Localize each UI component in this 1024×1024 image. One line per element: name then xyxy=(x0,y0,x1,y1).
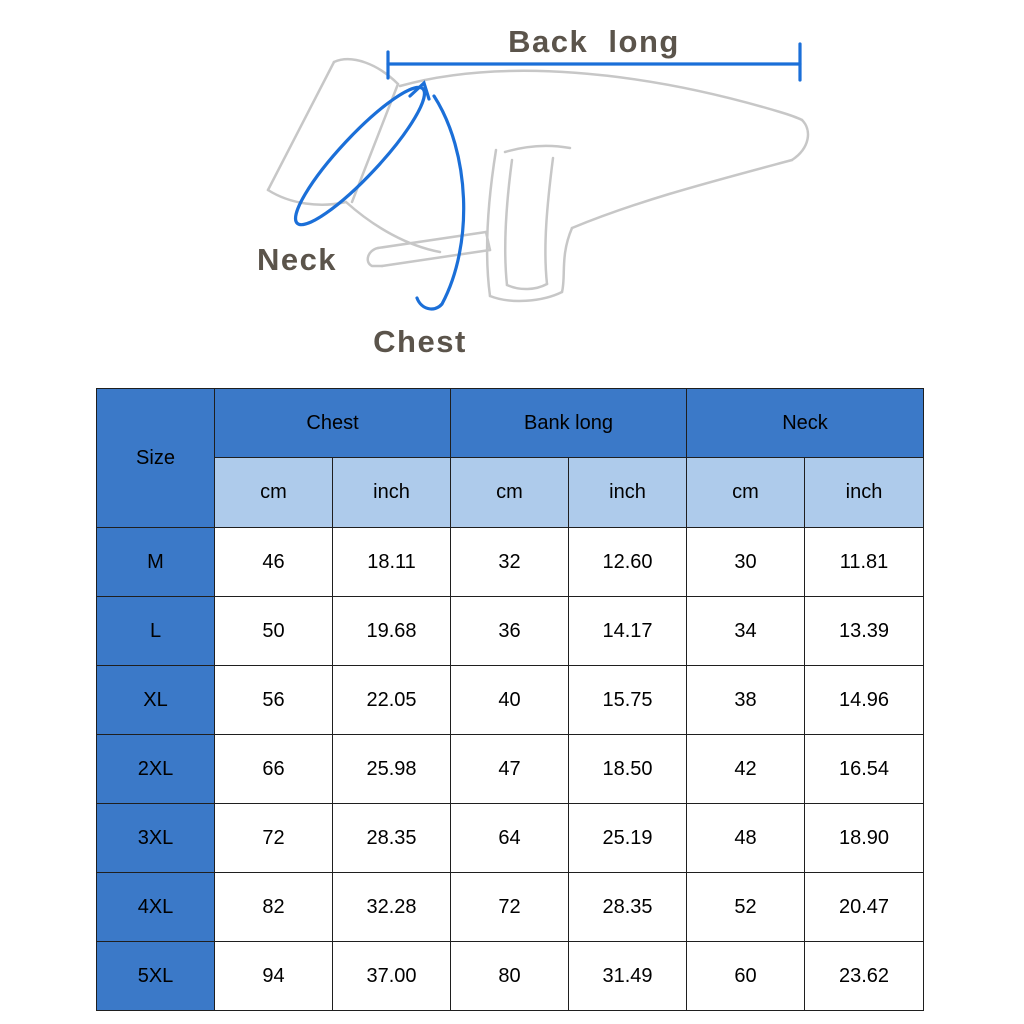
value-cell: 15.75 xyxy=(568,665,687,735)
value-cell: 25.98 xyxy=(332,734,451,804)
size-cell: 3XL xyxy=(96,803,215,873)
value-cell: 82 xyxy=(214,872,333,942)
value-cell: 23.62 xyxy=(803,941,925,1011)
value-cell: 38 xyxy=(686,665,805,735)
value-cell: 50 xyxy=(214,596,333,666)
value-cell: 12.60 xyxy=(568,527,687,597)
neck-measure-ellipse xyxy=(293,85,427,227)
group-header-row: Size Chest Bank long Neck xyxy=(96,388,925,528)
value-cell: 56 xyxy=(214,665,333,735)
size-cell: 4XL xyxy=(96,872,215,942)
measurement-marks xyxy=(293,42,802,311)
value-cell: 72 xyxy=(214,803,333,873)
value-cell: 40 xyxy=(450,665,569,735)
unit-header-row: cm inch cm inch cm inch xyxy=(97,457,925,528)
value-cell: 18.50 xyxy=(568,734,687,804)
unit-header-neck-inch: inch xyxy=(803,457,925,528)
value-cell: 48 xyxy=(686,803,805,873)
neck-measure-arrowhead xyxy=(408,80,431,101)
value-cell: 30 xyxy=(686,527,805,597)
value-cell: 20.47 xyxy=(803,872,925,942)
value-cell: 14.17 xyxy=(568,596,687,666)
value-cell: 18.11 xyxy=(332,527,451,597)
unit-header-chest-inch: inch xyxy=(332,457,451,528)
coat-outline xyxy=(266,57,810,303)
chest-measure-arc xyxy=(415,94,466,311)
value-cell: 66 xyxy=(214,734,333,804)
value-cell: 28.35 xyxy=(568,872,687,942)
size-table: Size Chest Bank long Neck cm inch cm inc… xyxy=(96,388,925,1011)
value-cell: 72 xyxy=(450,872,569,942)
back-long-group-header: Bank long xyxy=(450,388,687,458)
size-cell: M xyxy=(96,527,215,597)
size-cell: 5XL xyxy=(96,941,215,1011)
value-cell: 22.05 xyxy=(332,665,451,735)
value-cell: 13.39 xyxy=(803,596,925,666)
size-header-cell: Size xyxy=(96,388,215,528)
unit-header-chest-cm: cm xyxy=(214,457,333,528)
value-cell: 37.00 xyxy=(332,941,451,1011)
value-cell: 47 xyxy=(450,734,569,804)
unit-header-back-cm: cm xyxy=(450,457,569,528)
value-cell: 52 xyxy=(686,872,805,942)
value-cell: 18.90 xyxy=(803,803,925,873)
unit-header-back-inch: inch xyxy=(568,457,687,528)
value-cell: 16.54 xyxy=(803,734,925,804)
value-cell: 80 xyxy=(450,941,569,1011)
value-cell: 28.35 xyxy=(332,803,451,873)
value-cell: 94 xyxy=(214,941,333,1011)
size-cell: L xyxy=(96,596,215,666)
value-cell: 19.68 xyxy=(332,596,451,666)
neck-label: Neck xyxy=(257,242,337,277)
coat-diagram: Back long Neck Chest xyxy=(257,24,810,359)
value-cell: 46 xyxy=(214,527,333,597)
value-cell: 14.96 xyxy=(803,665,925,735)
value-cell: 42 xyxy=(686,734,805,804)
neck-group-header: Neck xyxy=(685,388,925,458)
value-cell: 11.81 xyxy=(803,527,925,597)
value-cell: 25.19 xyxy=(568,803,687,873)
value-cell: 32 xyxy=(450,527,569,597)
value-cell: 60 xyxy=(686,941,805,1011)
value-cell: 64 xyxy=(450,803,569,873)
chest-label: Chest xyxy=(373,324,467,359)
chest-group-header: Chest xyxy=(214,388,451,458)
unit-header-neck-cm: cm xyxy=(686,457,805,528)
value-cell: 34 xyxy=(686,596,805,666)
value-cell: 31.49 xyxy=(568,941,687,1011)
value-cell: 32.28 xyxy=(332,872,451,942)
back-long-label: Back long xyxy=(508,24,680,59)
size-cell: XL xyxy=(96,665,215,735)
size-cell: 2XL xyxy=(96,734,215,804)
value-cell: 36 xyxy=(450,596,569,666)
